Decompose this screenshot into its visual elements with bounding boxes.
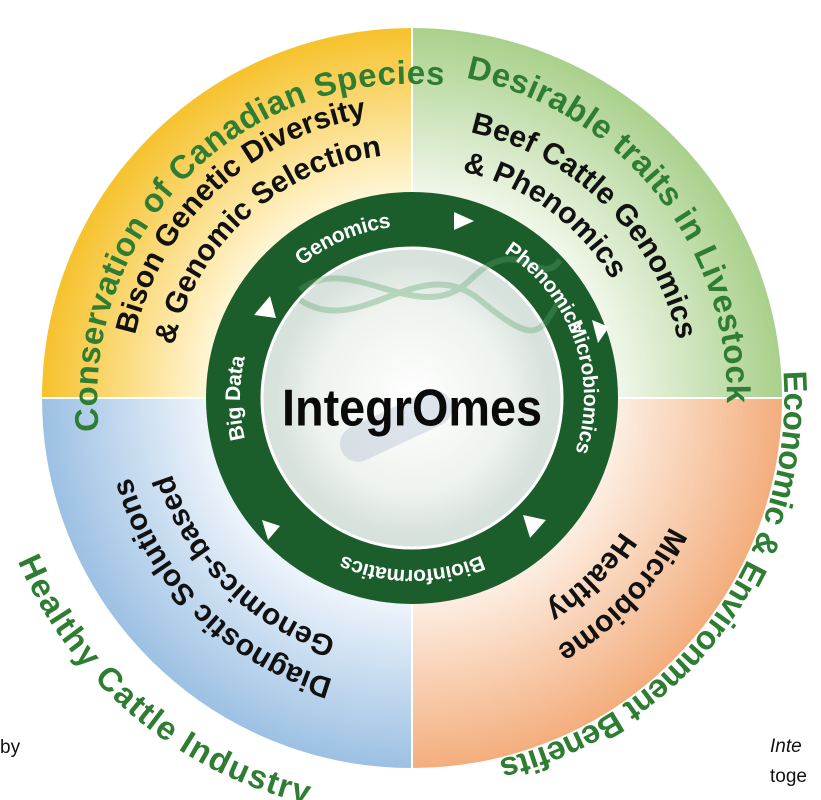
center-title: IntegrOmes: [282, 380, 542, 438]
center-circle: [260, 246, 564, 550]
footnote-right-line1: Inte: [770, 736, 802, 757]
arrow-bioinformatics-to-bigdata-icon: [262, 520, 280, 540]
arrow-genomics-to-phenomics-icon: [454, 212, 474, 230]
cylinder-decoration: [339, 390, 453, 462]
arrow-microbiomics-to-bioinformatics-icon: [523, 515, 546, 538]
helix-decoration: [298, 256, 563, 334]
footnote-right-line2: toge: [770, 766, 807, 787]
outer-circle-border: [38, 24, 786, 772]
arrow-bigdata-to-genomics-icon: [254, 296, 276, 318]
footnote-left: by: [0, 737, 21, 758]
arrow-phenomics-to-microbiomics-icon: [592, 320, 609, 343]
omics-ring: [206, 192, 618, 604]
